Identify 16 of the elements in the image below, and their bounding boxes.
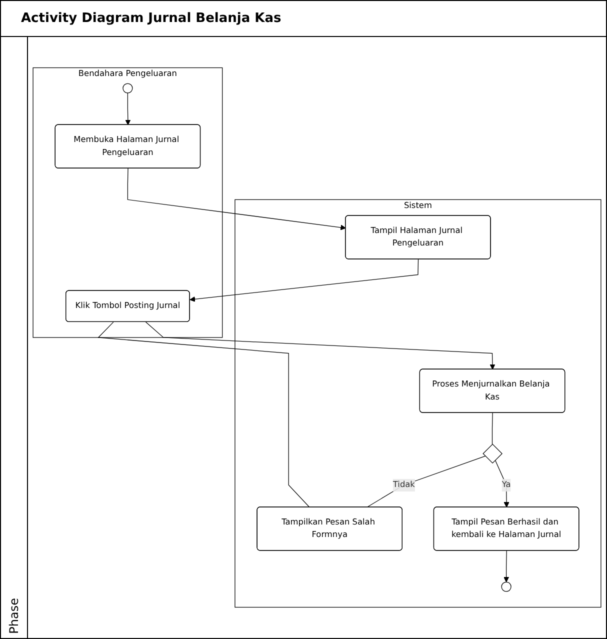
diagram-title: Activity Diagram Jurnal Belanja Kas: [1, 1, 606, 37]
arrow: [190, 258, 419, 302]
arrow: [127, 168, 346, 230]
node-diamond: [482, 444, 502, 464]
arrow: [494, 460, 510, 508]
node-circle: [501, 582, 512, 592]
lane-label: Phase: [7, 597, 21, 636]
connector: [98, 322, 310, 508]
connector: [366, 456, 486, 508]
arrow: [504, 550, 510, 582]
node-circle: [122, 83, 133, 94]
arrow: [145, 322, 496, 370]
connector: [492, 412, 493, 444]
edge-label: Ya: [502, 480, 511, 490]
arrow: [125, 92, 131, 126]
edge-label: Tidak: [392, 480, 415, 490]
